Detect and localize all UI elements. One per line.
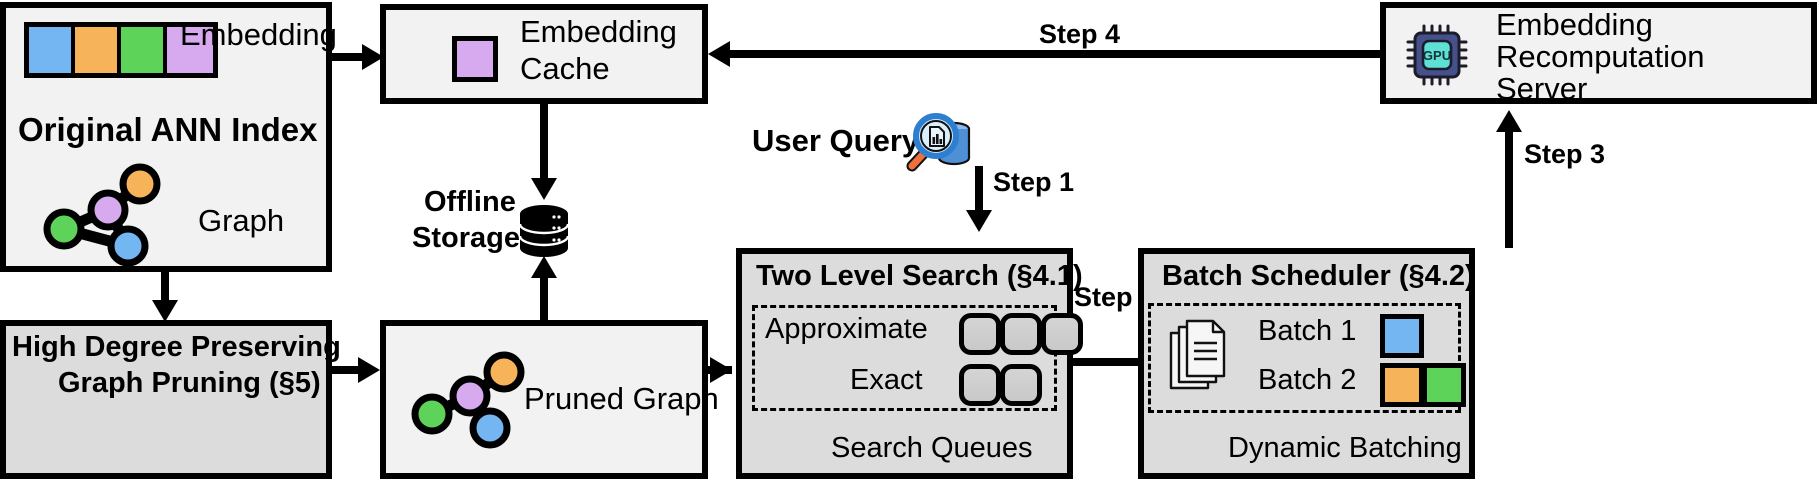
approximate-row-label: Approximate [765, 313, 928, 345]
exact-row-label: Exact [850, 364, 923, 396]
arrow-step3 [1505, 130, 1513, 248]
exact-slot-2 [1000, 364, 1042, 406]
approximate-slot-2 [1000, 313, 1042, 355]
embedding-label: Embedding [180, 17, 337, 52]
gpu-chip-text: GPU [1423, 48, 1451, 63]
embedding-cache-line1: Embedding [520, 14, 677, 49]
search-queues-footer: Search Queues [831, 432, 1033, 464]
graph-pruning-line2: Graph Pruning (§5) [58, 367, 321, 399]
embedding-vector-strip [24, 22, 218, 78]
arrow-cache-to-storage-head [531, 178, 557, 200]
arrow-pruning-to-pruned [332, 366, 362, 374]
approximate-slot-3 [1041, 313, 1083, 355]
embedding-cell-purple [167, 27, 213, 73]
embedding-cache-line2: Cache [520, 51, 610, 86]
embedding-cell-green [121, 27, 167, 73]
exact-slot-1 [959, 364, 1001, 406]
magnifier-database-icon [906, 113, 971, 172]
arrow-index-to-pruning-head [152, 300, 178, 322]
pruned-graph-label: Pruned Graph [524, 381, 719, 416]
batch-1-swatch-blue [1380, 314, 1424, 358]
arrow-pruned-to-search-head [710, 357, 732, 383]
gpu-chip-icon: GPU [1406, 24, 1468, 86]
original-ann-index-title: Original ANN Index [18, 111, 318, 148]
batch-2-swatch-orange [1380, 363, 1424, 407]
embedding-cell-blue [29, 27, 75, 73]
user-query-label: User Query [752, 123, 920, 158]
graph-label: Graph [198, 203, 285, 238]
recomputation-server-line3: Server [1496, 71, 1588, 106]
dynamic-batching-dashed-group [1148, 303, 1461, 413]
pruned-graph-icon [411, 351, 525, 449]
arrow-index-to-cache [332, 53, 366, 61]
original-graph-icon [43, 163, 161, 267]
recomputation-server-line1: Embedding [1496, 7, 1653, 42]
graph-pruning-box [0, 320, 332, 479]
arrow-step4 [730, 50, 1382, 58]
dynamic-batching-footer: Dynamic Batching [1228, 432, 1462, 464]
two-level-search-title: Two Level Search (§4.1) [756, 260, 1083, 292]
documents-stack-icon [1169, 319, 1226, 390]
batch-2-swatch-green [1422, 363, 1466, 407]
batch-scheduler-title: Batch Scheduler (§4.2) [1162, 260, 1475, 292]
embedding-cache-swatch-purple [452, 36, 498, 82]
arrow-step2 [1073, 358, 1155, 366]
embedding-cache-box [380, 4, 708, 104]
arrow-pruned-to-storage [540, 276, 548, 322]
offline-storage-line1: Offline [424, 186, 516, 218]
recomputation-server-line2: Recomputation [1496, 39, 1705, 74]
arrow-step3-head [1496, 110, 1522, 132]
arrow-index-to-cache-head [362, 44, 384, 70]
arrow-pruned-to-storage-head [531, 256, 557, 278]
batch-1-label: Batch 1 [1258, 315, 1357, 347]
arrow-index-to-pruning [161, 272, 169, 304]
arrow-pruning-to-pruned-head [358, 357, 380, 383]
arrow-cache-to-storage [540, 104, 548, 182]
batch-2-label: Batch 2 [1258, 364, 1357, 396]
step1-label: Step 1 [993, 167, 1075, 197]
approximate-slot-1 [959, 313, 1001, 355]
arrow-step1-head [966, 210, 992, 232]
two-level-search-box [736, 248, 1073, 479]
embedding-cell-orange [75, 27, 121, 73]
step3-label: Step 3 [1524, 139, 1606, 169]
arrow-step4-head [708, 41, 730, 67]
step4-label: Step 4 [1039, 19, 1121, 49]
arrow-step1 [975, 166, 983, 214]
graph-pruning-line1: High Degree Preserving [12, 331, 341, 363]
search-queues-dashed-group [752, 305, 1057, 411]
offline-storage-line2: Storage [412, 222, 520, 254]
database-cylinder-icon [518, 205, 570, 257]
